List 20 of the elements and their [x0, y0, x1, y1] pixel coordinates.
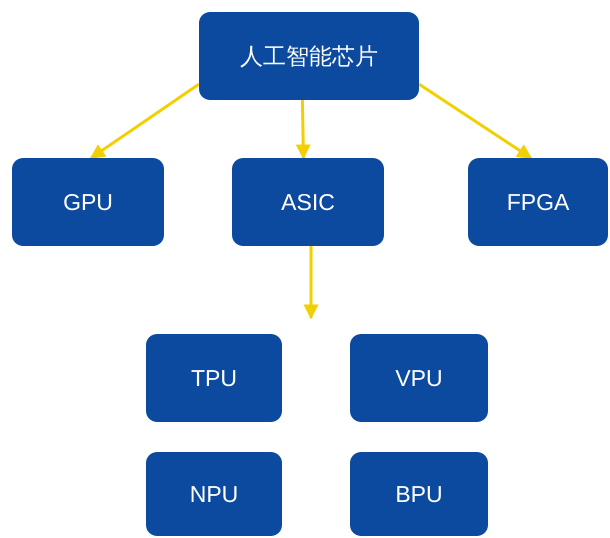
arrow: [90, 82, 200, 160]
chip-label: VPU: [395, 364, 443, 392]
chip-box: [350, 452, 488, 536]
chip-label: BPU: [395, 480, 443, 508]
chip-box: [12, 158, 164, 246]
chip-label: FPGA: [506, 188, 570, 216]
chip-box: [468, 158, 608, 246]
chip-label: ASIC: [281, 188, 335, 216]
chip-box: [350, 334, 488, 422]
chip-label: 人工智能芯片: [240, 42, 378, 70]
arrow: [304, 246, 318, 320]
arrow: [296, 100, 311, 160]
chip-box: [146, 334, 282, 422]
chip-box: [199, 12, 419, 100]
chip-box: [232, 158, 384, 246]
chip-label: GPU: [63, 188, 113, 216]
chip-box: [146, 452, 282, 536]
chip-label: NPU: [190, 480, 238, 508]
chip-label: TPU: [191, 364, 237, 392]
arrow: [418, 82, 532, 160]
